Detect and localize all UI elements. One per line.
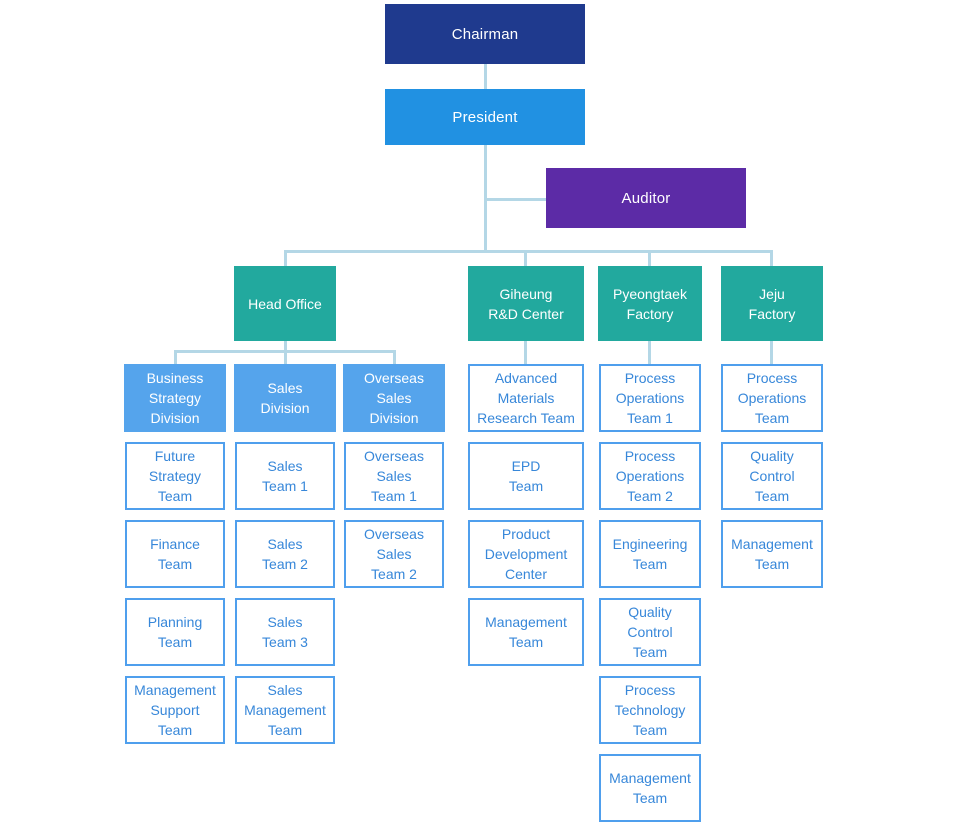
team-overseas-sales-2: Overseas Sales Team 2 [344, 520, 444, 588]
team-future-strategy: Future Strategy Team [125, 442, 225, 510]
team-sales-management: Sales Management Team [235, 676, 335, 744]
team-sales-1: Sales Team 1 [235, 442, 335, 510]
team-advanced-materials-research: Advanced Materials Research Team [468, 364, 584, 432]
branch-head-office: Head Office [234, 266, 336, 341]
team-sales-3: Sales Team 3 [235, 598, 335, 666]
connector-line [284, 351, 287, 364]
connector-line [484, 145, 487, 253]
team-overseas-sales-1: Overseas Sales Team 1 [344, 442, 444, 510]
connector-line [648, 251, 651, 267]
team-process-technology: Process Technology Team [599, 676, 701, 744]
chairman-box: Chairman [385, 4, 585, 64]
connector-line [770, 251, 773, 267]
connector-line [393, 351, 396, 364]
team-process-operations-2: Process Operations Team 2 [599, 442, 701, 510]
connector-line [486, 198, 546, 201]
team-giheung-management: Management Team [468, 598, 584, 666]
connector-line [484, 64, 487, 89]
president-box: President [385, 89, 585, 145]
connector-line [524, 251, 527, 267]
team-epd: EPD Team [468, 442, 584, 510]
team-product-development-center: Product Development Center [468, 520, 584, 588]
auditor-box: Auditor [546, 168, 746, 228]
team-finance: Finance Team [125, 520, 225, 588]
division-overseas-sales: Overseas Sales Division [343, 364, 445, 432]
team-pyeongtaek-quality-control: Quality Control Team [599, 598, 701, 666]
team-process-operations-1: Process Operations Team 1 [599, 364, 701, 432]
branch-giheung-rnd-center: Giheung R&D Center [468, 266, 584, 341]
team-pyeongtaek-management: Management Team [599, 754, 701, 822]
team-jeju-quality-control: Quality Control Team [721, 442, 823, 510]
team-jeju-process-operations: Process Operations Team [721, 364, 823, 432]
branch-pyeongtaek-factory: Pyeongtaek Factory [598, 266, 702, 341]
branch-jeju-factory: Jeju Factory [721, 266, 823, 341]
connector-line [284, 341, 287, 353]
connector-line [174, 351, 177, 364]
team-management-support: Management Support Team [125, 676, 225, 744]
connector-line [648, 341, 651, 364]
team-jeju-management: Management Team [721, 520, 823, 588]
connector-line [524, 341, 527, 364]
team-engineering: Engineering Team [599, 520, 701, 588]
division-business-strategy: Business Strategy Division [124, 364, 226, 432]
team-planning: Planning Team [125, 598, 225, 666]
connector-line [284, 250, 773, 253]
connector-line [770, 341, 773, 364]
team-sales-2: Sales Team 2 [235, 520, 335, 588]
connector-line [284, 251, 287, 267]
division-sales: Sales Division [234, 364, 336, 432]
